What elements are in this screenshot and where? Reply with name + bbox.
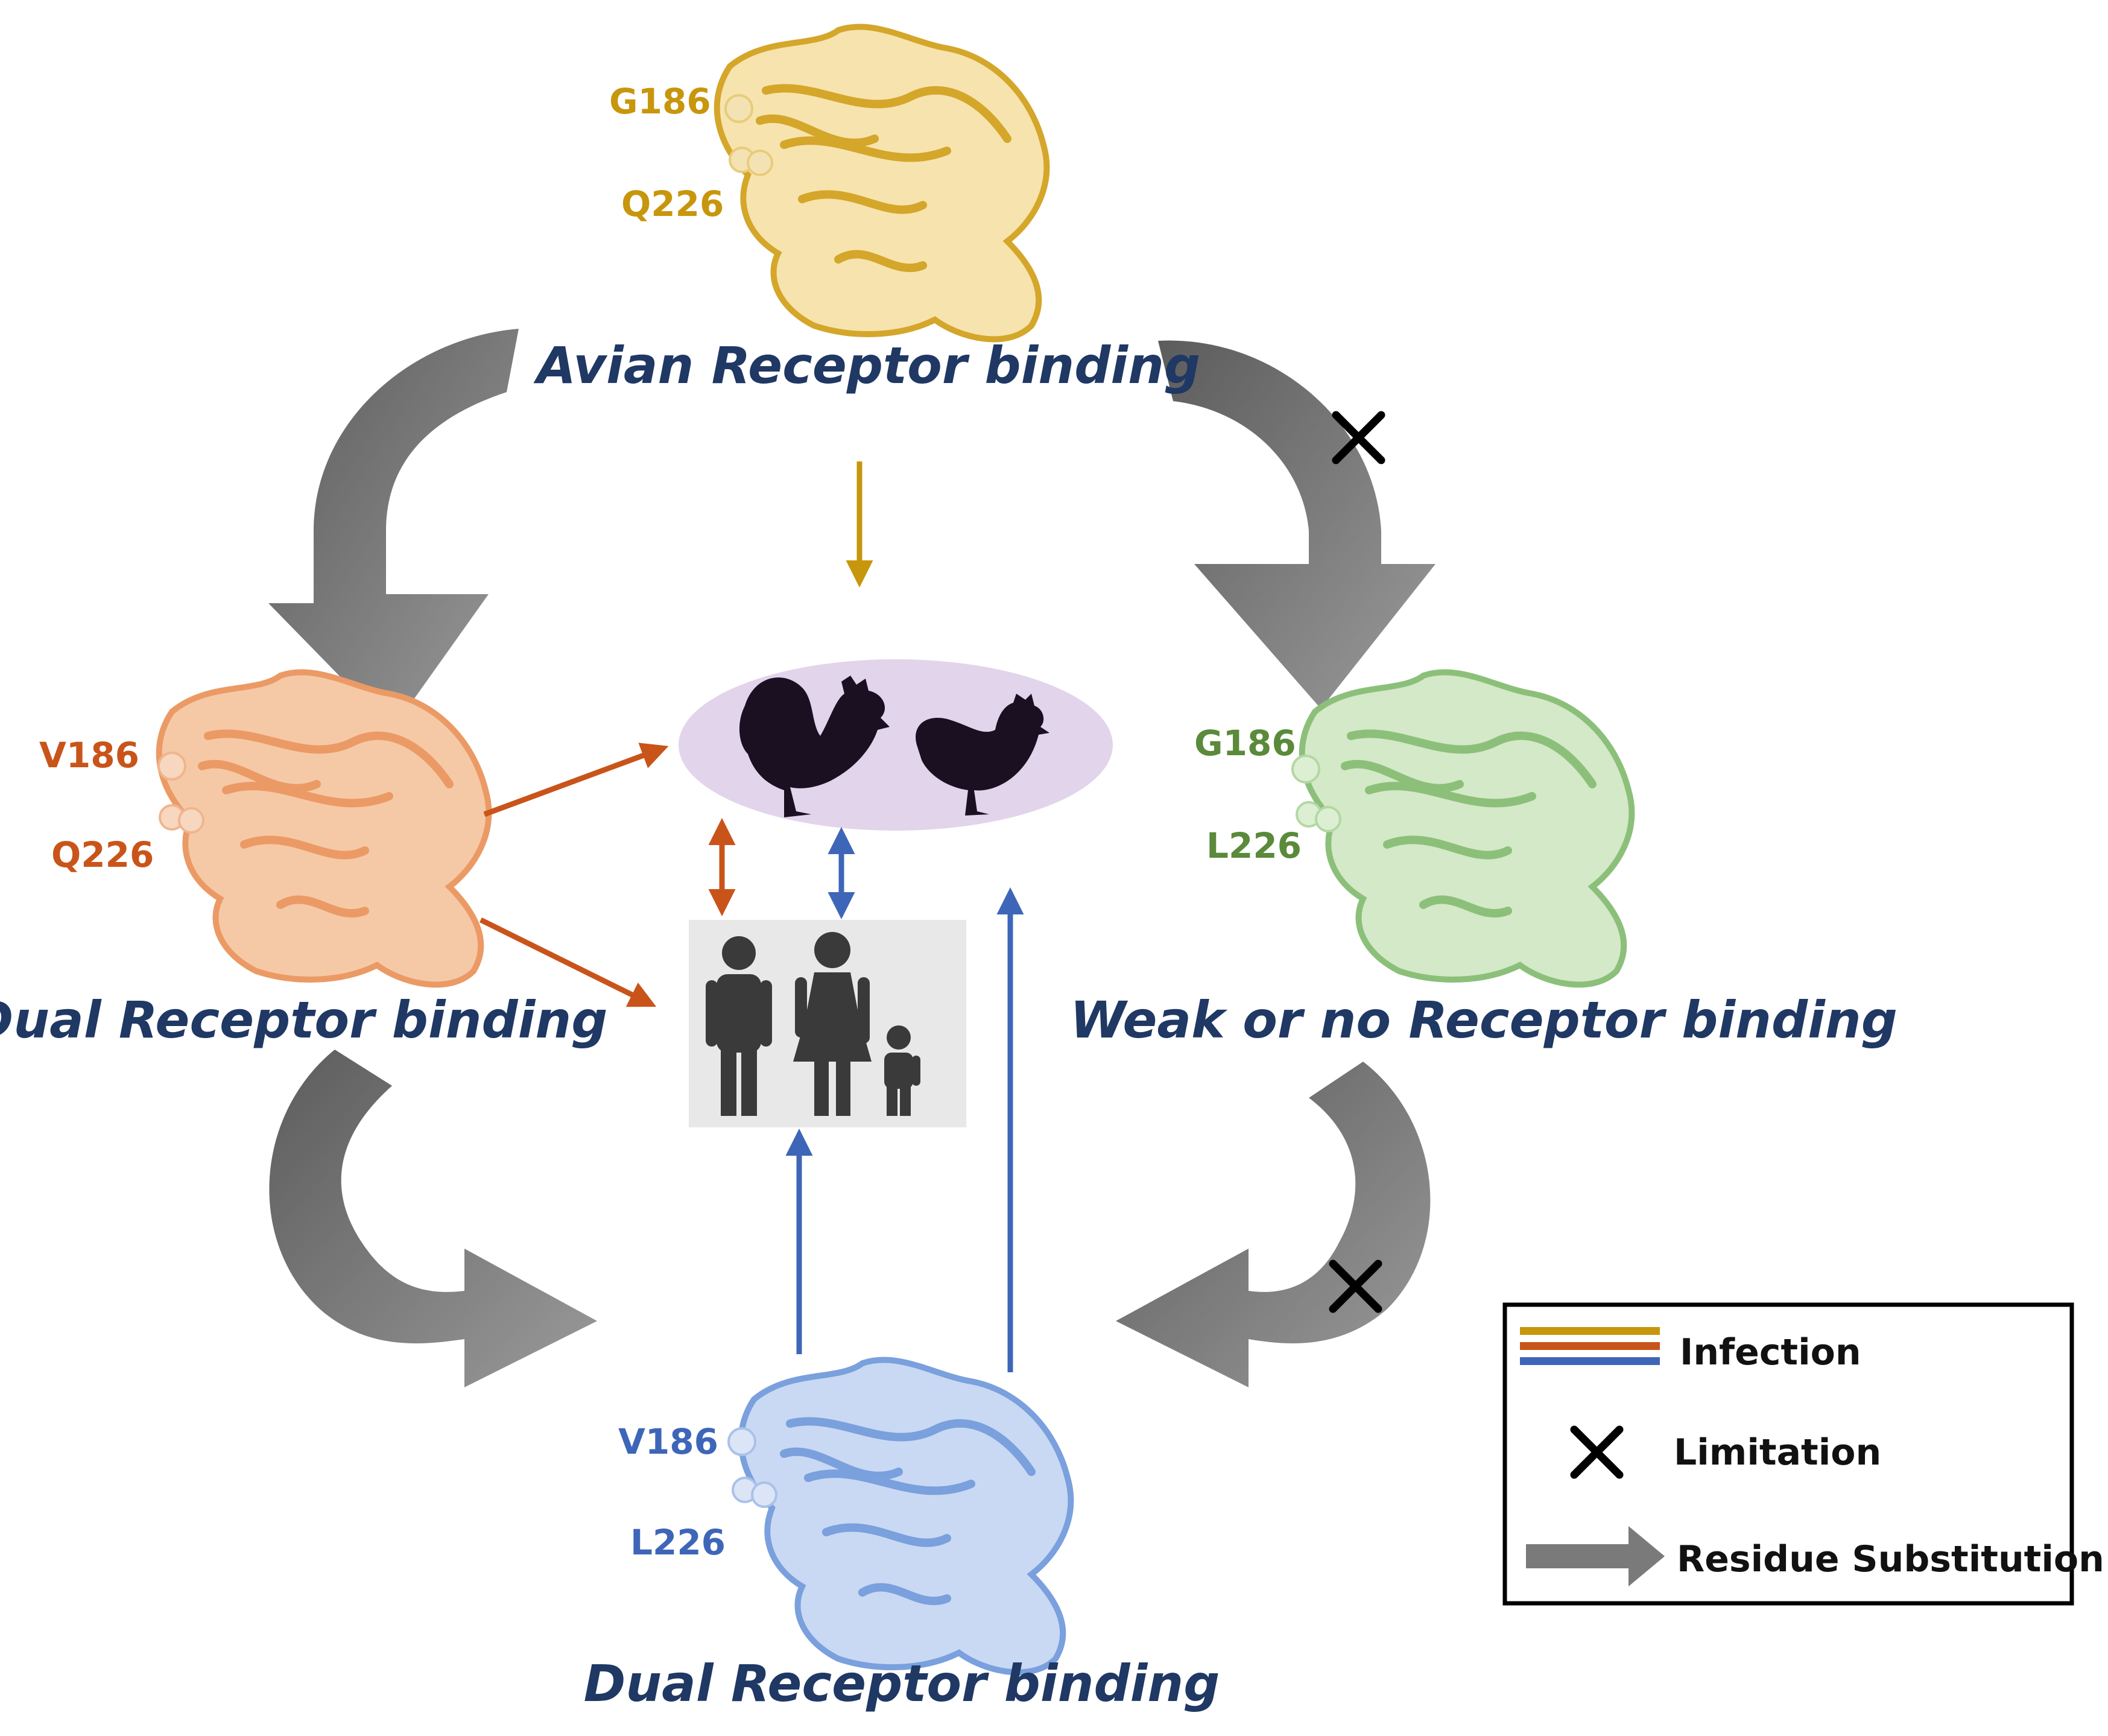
protein-dual-left bbox=[159, 672, 489, 984]
title-weak-receptor-binding: Weak or no Receptor binding bbox=[1070, 990, 1898, 1050]
limitation-mark-top-right bbox=[1332, 411, 1385, 464]
residue-label-avian-226: Q226 bbox=[621, 183, 724, 224]
legend-infection-label: Infection bbox=[1680, 1331, 1861, 1373]
substitution-arrow-right-to-bottom bbox=[1116, 1062, 1431, 1387]
protein-avian bbox=[717, 27, 1047, 339]
title-avian-receptor-binding: Avian Receptor binding bbox=[533, 336, 1200, 395]
title-dual-receptor-binding-bottom: Dual Receptor binding bbox=[584, 1654, 1220, 1713]
residue-label-bottom-226: L226 bbox=[630, 1522, 726, 1563]
substitution-arrow-top-to-right bbox=[1158, 340, 1435, 709]
family-icon bbox=[706, 932, 920, 1116]
infection-arrow-left-to-birds bbox=[483, 743, 669, 817]
rooster-and-hen-icon bbox=[739, 676, 1049, 817]
infection-arrow-left-to-humans bbox=[480, 917, 657, 1007]
residue-label-left-186: V186 bbox=[39, 735, 139, 776]
substitution-arrow-top-to-left bbox=[268, 329, 519, 730]
residue-label-avian-186: G186 bbox=[609, 81, 711, 122]
legend: Infection Limitation Residue Substitutio… bbox=[1502, 1302, 2104, 1606]
residue-label-left-226: Q226 bbox=[51, 834, 154, 875]
title-dual-receptor-binding-left: Dual Receptor binding bbox=[0, 990, 607, 1050]
legend-infection-swatch bbox=[1520, 1327, 1660, 1365]
substitution-arrow-left-to-bottom bbox=[269, 1050, 598, 1387]
protein-weak-right bbox=[1291, 672, 1632, 984]
substitution-arrows bbox=[268, 329, 1435, 1387]
residue-label-right-226: L226 bbox=[1206, 825, 1302, 866]
residue-label-right-186: G186 bbox=[1194, 723, 1296, 764]
legend-limitation-label: Limitation bbox=[1674, 1431, 1881, 1474]
gray-arrow-icon bbox=[1526, 1526, 1665, 1586]
x-mark-icon bbox=[1570, 1425, 1624, 1479]
limitation-mark-bottom-right bbox=[1329, 1259, 1382, 1313]
residue-label-bottom-186: V186 bbox=[618, 1421, 718, 1462]
protein-dual-bottom bbox=[727, 1360, 1071, 1672]
legend-substitution-label: Residue Substitution bbox=[1677, 1538, 2104, 1580]
